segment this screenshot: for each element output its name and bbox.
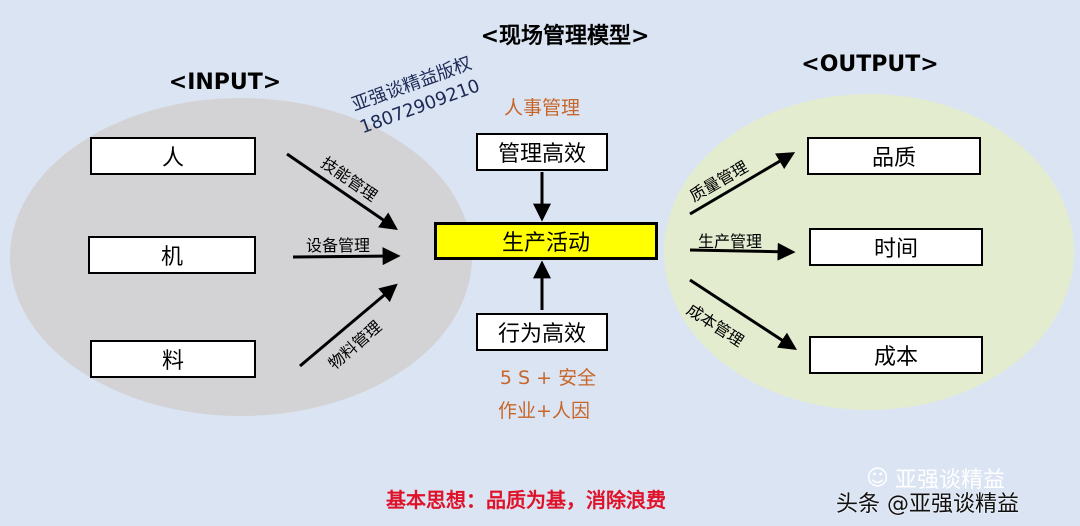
toutiao-brand: 头条 @亚强谈精益: [836, 492, 1019, 517]
arrow-production: [689, 242, 796, 261]
work-human-factors-label: 作业+人因: [498, 400, 590, 422]
wechat-icon: ☺: [866, 465, 889, 491]
behavior-efficiency-box: 行为高效: [476, 313, 608, 351]
5s-safety-label: 5 S + 安全: [499, 367, 597, 389]
arrow-cost: [689, 278, 798, 350]
production-management-label: 生产管理: [698, 232, 763, 251]
production-activity-box: 生产活动: [434, 222, 658, 260]
diagram-title: <现场管理模型>: [480, 24, 650, 49]
arrow-equipment: [292, 247, 401, 266]
output-box-time: 时间: [809, 228, 983, 266]
wechat-brand: ☺ 亚强谈精益: [866, 462, 1005, 494]
arrow-quality: [689, 152, 796, 216]
arrow-material: [299, 283, 398, 368]
input-box-machine: 机: [88, 236, 256, 274]
basic-idea-footer: 基本思想：品质为基，消除浪费: [386, 488, 666, 512]
output-box-cost: 成本: [809, 336, 983, 374]
output-box-quality: 品质: [807, 137, 981, 175]
management-efficiency-box: 管理高效: [476, 133, 608, 171]
equipment-management-label: 设备管理: [306, 236, 371, 255]
input-box-person: 人: [90, 137, 256, 175]
arrow-skill: [286, 152, 398, 231]
hr-management-label: 人事管理: [503, 97, 580, 119]
wechat-brand-text: 亚强谈精益: [894, 468, 1005, 493]
input-box-material: 料: [90, 340, 256, 378]
input-heading: <INPUT>: [168, 70, 282, 95]
output-heading: <OUTPUT>: [801, 52, 939, 77]
